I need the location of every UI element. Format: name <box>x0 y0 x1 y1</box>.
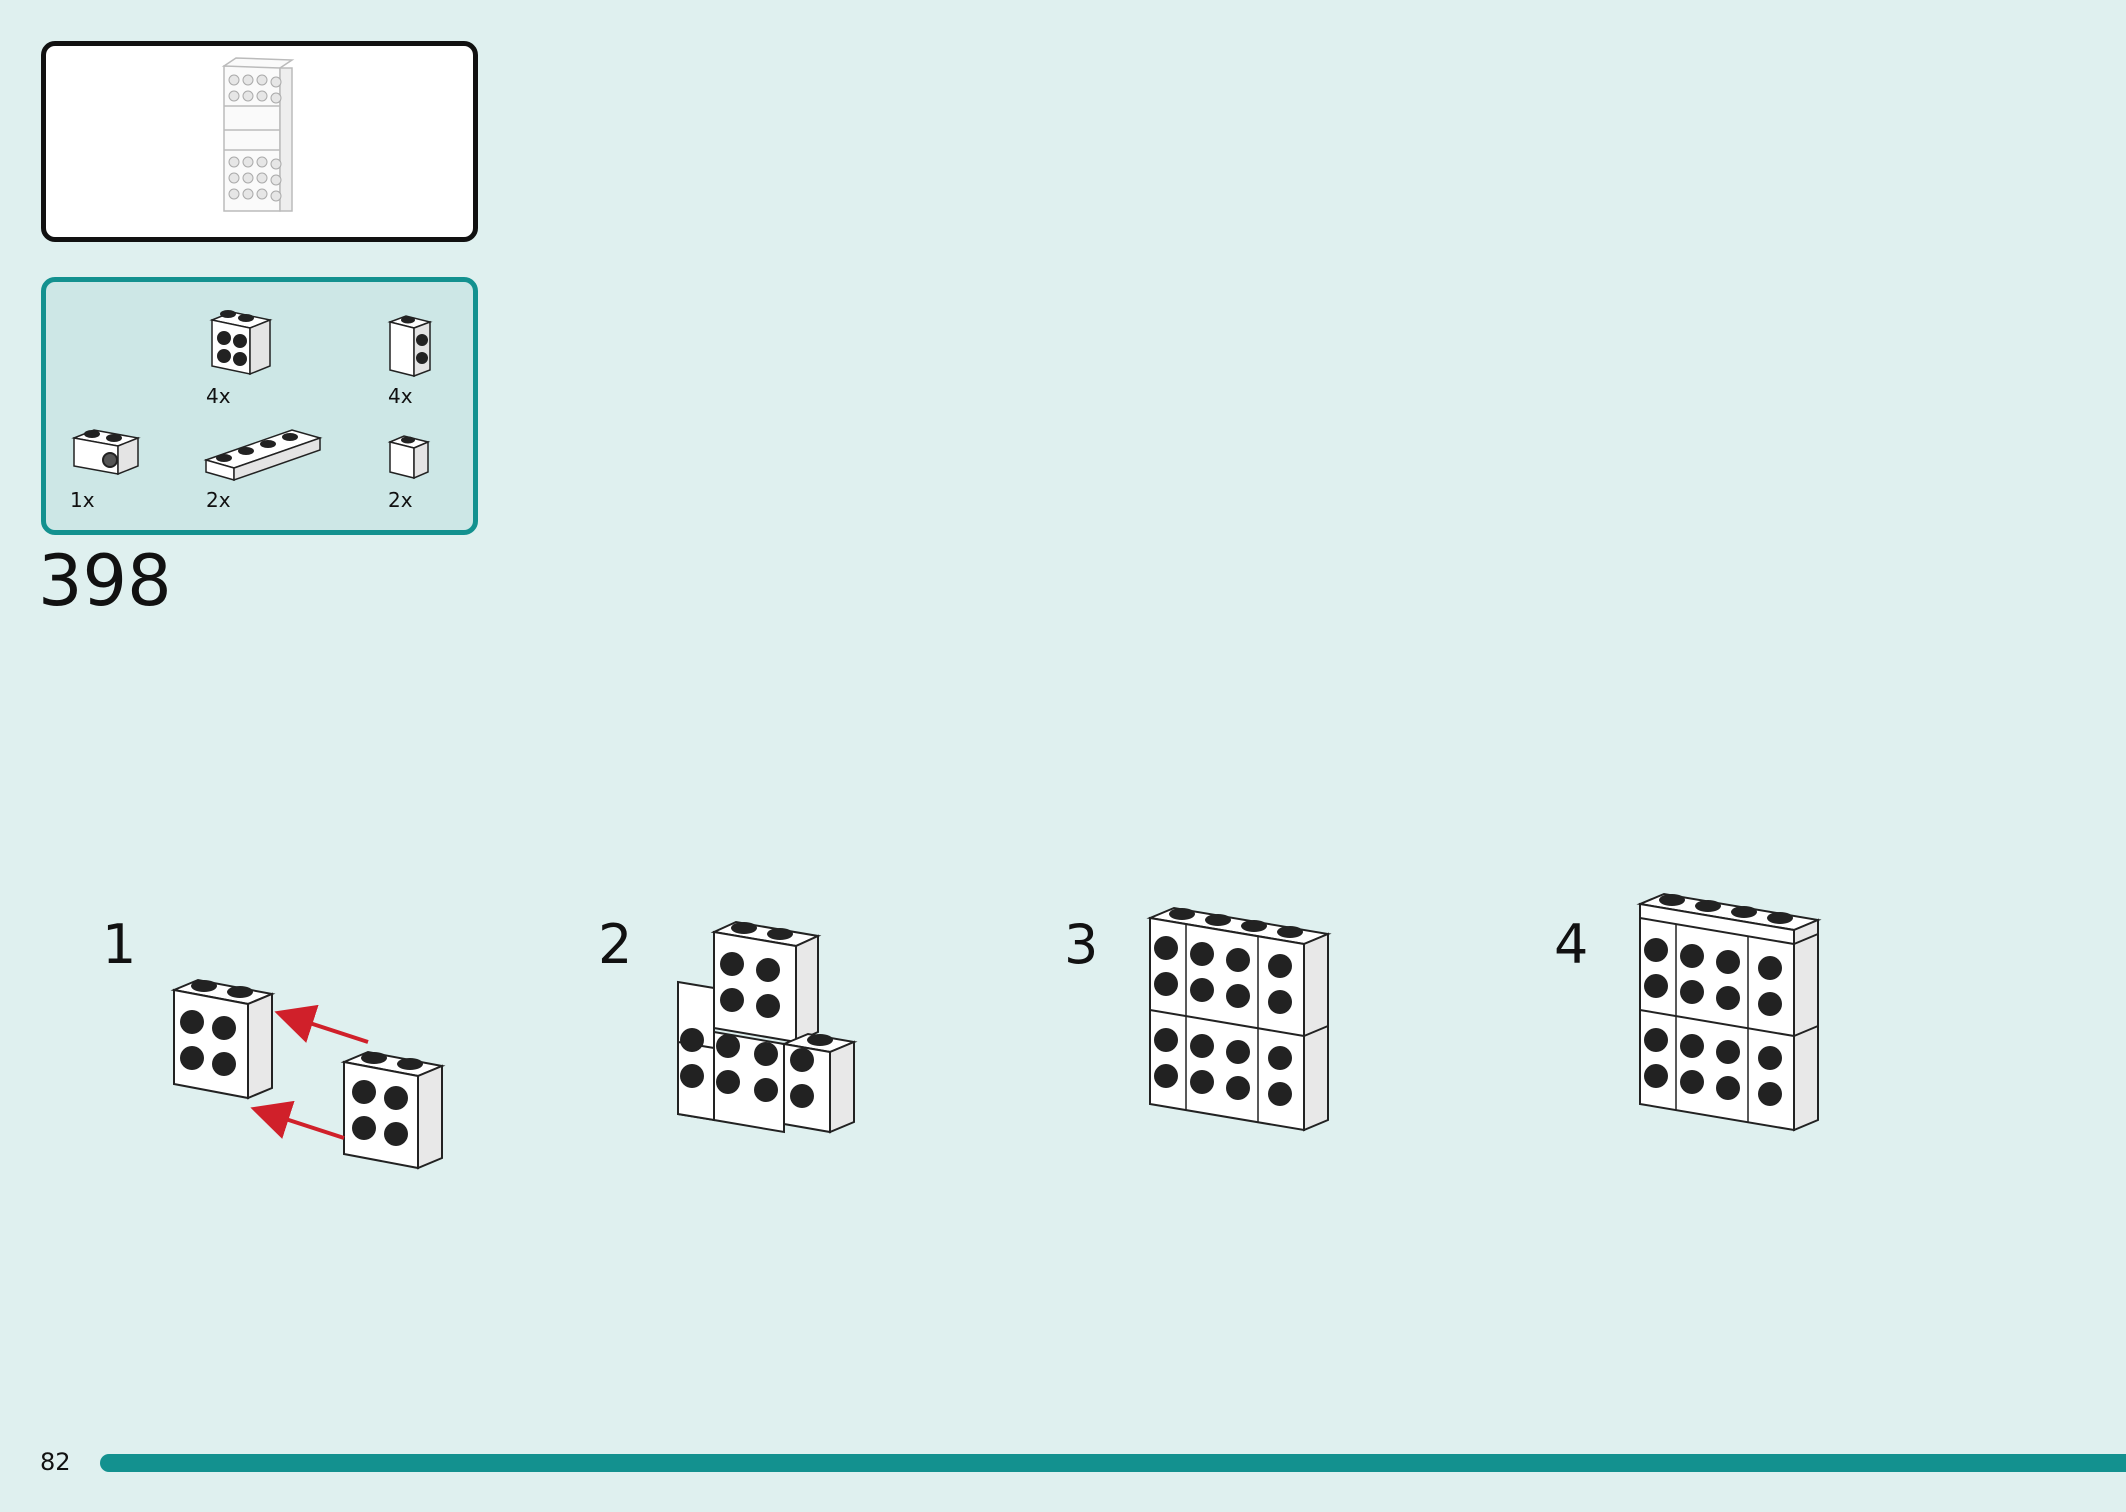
part-brick-1x2-stud-side-icon <box>71 429 141 476</box>
sub-step-label: 1 <box>102 913 137 976</box>
progress-bar-fill <box>100 1454 2126 1472</box>
sub-step-label: 3 <box>1064 913 1099 976</box>
part-qty: 2x <box>388 488 413 512</box>
sub-step-label: 2 <box>598 913 633 976</box>
page-number: 82 <box>40 1448 71 1476</box>
sub-step-3-illustration <box>1146 906 1332 1132</box>
sub-step-4-illustration <box>1636 892 1822 1132</box>
assembly-preview-image <box>221 57 295 212</box>
part-qty: 4x <box>388 384 413 408</box>
part-brick-1x1-studs-two-sides-icon <box>387 315 433 378</box>
sub-step-2-illustration <box>677 920 858 1134</box>
sub-step-1-illustration <box>170 978 446 1170</box>
step-number: 398 <box>38 540 172 622</box>
part-qty: 2x <box>206 488 231 512</box>
sub-step-label: 4 <box>1554 913 1589 976</box>
assembly-preview <box>41 41 478 242</box>
parts-list: 4x 4x 1x 2x 2x <box>41 277 478 535</box>
progress-bar <box>100 1454 2126 1472</box>
part-plate-1x1-icon <box>387 435 431 480</box>
part-qty: 1x <box>70 488 95 512</box>
part-qty: 4x <box>206 384 231 408</box>
part-brick-1x2-studs-side-icon <box>209 310 273 376</box>
part-plate-1x4-icon <box>203 429 323 482</box>
